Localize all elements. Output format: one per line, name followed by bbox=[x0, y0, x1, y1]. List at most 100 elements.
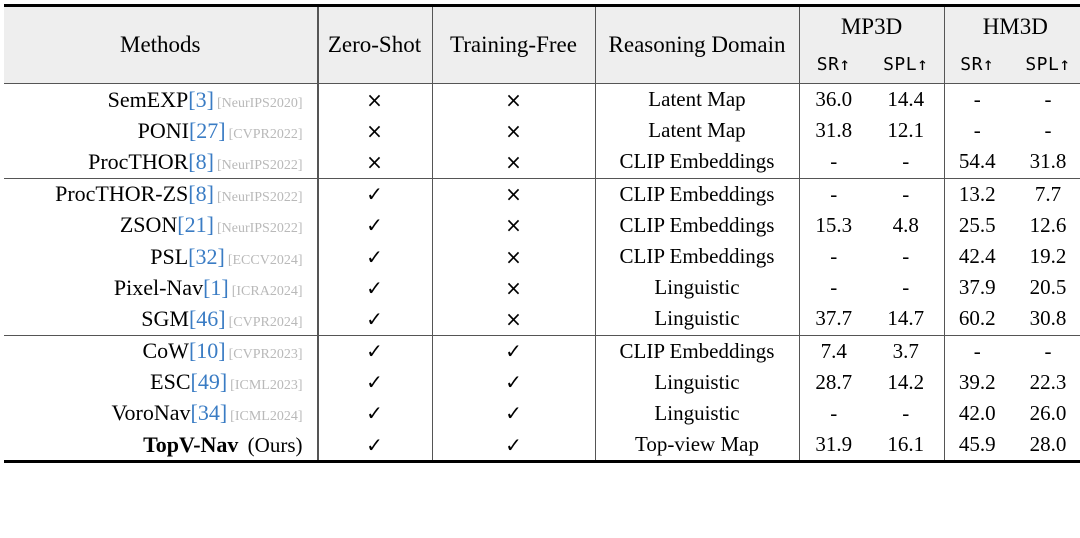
header-row-sub: SR↑ SPL↑ SR↑ SPL↑ bbox=[4, 46, 1080, 83]
method-label: VoroNav bbox=[111, 400, 191, 426]
method-label: SemEXP bbox=[107, 86, 189, 112]
rule-segment bbox=[944, 83, 1011, 84]
venue-tag: [CVPR2022] bbox=[228, 126, 303, 142]
cell-method-name: PONI[27][CVPR2022] bbox=[4, 115, 317, 147]
cell-mp3d-spl: 14.7 bbox=[868, 303, 945, 336]
method-label: ZSON bbox=[119, 212, 178, 238]
cell-mp3d-spl: 14.4 bbox=[868, 83, 945, 116]
cell-method-name: ProcTHOR[8][NeurIPS2022] bbox=[4, 146, 317, 179]
rule-segment bbox=[4, 83, 317, 84]
venue-tag: [ICML2023] bbox=[230, 378, 303, 394]
venue-tag: [ECCV2024] bbox=[227, 252, 303, 268]
cell-hm3d-spl: 26.0 bbox=[1010, 397, 1080, 430]
citation-link[interactable]: [34] bbox=[190, 400, 228, 426]
cell-reasoning-domain: Linguistic bbox=[595, 397, 800, 430]
cell-reasoning-domain: CLIP Embeddings bbox=[595, 240, 800, 273]
cell-mp3d-sr: 31.8 bbox=[799, 115, 868, 147]
cell-training-free: × bbox=[432, 178, 596, 210]
column-header-hm3d-spl: SPL↑ bbox=[1010, 46, 1080, 83]
cell-hm3d-spl: - bbox=[1010, 115, 1080, 147]
cell-hm3d-sr: 54.4 bbox=[943, 146, 1011, 179]
rule-segment bbox=[799, 83, 868, 84]
cell-training-free: × bbox=[432, 240, 596, 273]
cell-reasoning-domain: CLIP Embeddings bbox=[595, 178, 800, 210]
cell-hm3d-spl: 19.2 bbox=[1010, 240, 1080, 273]
method-label: ESC bbox=[150, 369, 191, 395]
cell-mp3d-sr: 31.9 bbox=[799, 429, 868, 462]
cell-reasoning-domain: CLIP Embeddings bbox=[595, 209, 800, 241]
cell-method-name: VoroNav[34][ICML2024] bbox=[4, 397, 317, 430]
method-label: PSL bbox=[150, 243, 189, 269]
citation-link[interactable]: [10] bbox=[188, 338, 226, 364]
venue-tag: [CVPR2023] bbox=[228, 347, 303, 363]
method-label: ProcTHOR bbox=[88, 148, 189, 174]
table-row: Pixel-Nav[1][ICRA2024]✓×Linguistic--37.9… bbox=[4, 272, 1080, 304]
citation-link[interactable]: [46] bbox=[188, 305, 226, 331]
rule-segment bbox=[1010, 83, 1080, 84]
citation-link[interactable]: [32] bbox=[188, 243, 225, 269]
cell-hm3d-spl: 22.3 bbox=[1010, 366, 1080, 398]
cell-method-name: PSL[32][ECCV2024] bbox=[4, 240, 317, 273]
venue-tag: [CVPR2024] bbox=[228, 314, 303, 330]
cell-mp3d-sr: - bbox=[799, 272, 868, 304]
cell-hm3d-sr: - bbox=[943, 115, 1011, 147]
method-label: ProcTHOR-ZS bbox=[55, 181, 189, 207]
citation-link[interactable]: [1] bbox=[203, 274, 229, 300]
table-row: PSL[32][ECCV2024]✓×CLIP Embeddings--42.4… bbox=[4, 240, 1080, 273]
cell-method-name: ESC[49][ICML2023] bbox=[4, 366, 317, 398]
cell-training-free: ✓ bbox=[432, 366, 596, 398]
cell-mp3d-sr: 36.0 bbox=[799, 83, 868, 116]
cell-hm3d-sr: - bbox=[943, 83, 1011, 116]
venue-tag: [NeurIPS2022] bbox=[216, 157, 303, 173]
cell-hm3d-spl: 28.0 bbox=[1010, 429, 1080, 462]
cell-method-name: TopV-Nav (Ours) bbox=[4, 429, 317, 462]
cell-mp3d-spl: 12.1 bbox=[868, 115, 945, 147]
cell-zero-shot: ✓ bbox=[316, 272, 433, 304]
citation-link[interactable]: [8] bbox=[188, 181, 214, 207]
cell-reasoning-domain: Linguistic bbox=[595, 272, 800, 304]
cell-zero-shot: ✓ bbox=[316, 240, 433, 273]
cell-mp3d-sr: 37.7 bbox=[799, 303, 868, 336]
citation-link[interactable]: [49] bbox=[190, 369, 228, 395]
results-table: Methods Zero-Shot Training-Free Reasonin… bbox=[4, 4, 1080, 464]
cell-mp3d-spl: 16.1 bbox=[868, 429, 945, 462]
table-row: ProcTHOR[8][NeurIPS2022]××CLIP Embedding… bbox=[4, 146, 1080, 179]
method-label: Pixel-Nav bbox=[113, 274, 204, 300]
cell-mp3d-spl: 4.8 bbox=[868, 209, 945, 241]
cell-hm3d-spl: 30.8 bbox=[1010, 303, 1080, 336]
cell-zero-shot: ✓ bbox=[316, 335, 433, 367]
cell-reasoning-domain: CLIP Embeddings bbox=[595, 146, 800, 179]
rule-segment bbox=[317, 83, 432, 84]
column-header-reasoning-domain: Reasoning Domain bbox=[595, 5, 800, 83]
citation-link[interactable]: [8] bbox=[188, 148, 214, 174]
citation-link[interactable]: [21] bbox=[177, 212, 214, 238]
table-row: ProcTHOR-ZS[8][NeurIPS2022]✓×CLIP Embedd… bbox=[4, 178, 1080, 210]
cell-method-name: SemEXP[3][NeurIPS2020] bbox=[4, 83, 317, 116]
cell-zero-shot: ✓ bbox=[316, 366, 433, 398]
cell-training-free: × bbox=[432, 272, 596, 304]
cell-training-free: ✓ bbox=[432, 335, 596, 367]
cell-hm3d-spl: 12.6 bbox=[1010, 209, 1080, 241]
cell-hm3d-sr: 42.0 bbox=[943, 397, 1011, 430]
cell-method-name: ZSON[21][NeurIPS2022] bbox=[4, 209, 317, 241]
venue-tag: [ICRA2024] bbox=[231, 283, 303, 299]
cell-hm3d-sr: - bbox=[943, 335, 1011, 367]
cell-mp3d-spl: - bbox=[868, 146, 945, 179]
cell-training-free: × bbox=[432, 146, 596, 179]
cell-hm3d-spl: - bbox=[1010, 335, 1080, 367]
citation-link[interactable]: [3] bbox=[188, 86, 214, 112]
cell-zero-shot: ✓ bbox=[316, 209, 433, 241]
column-header-zero-shot: Zero-Shot bbox=[316, 5, 433, 83]
cell-hm3d-sr: 25.5 bbox=[943, 209, 1011, 241]
cell-reasoning-domain: Top-view Map bbox=[595, 429, 800, 462]
citation-link[interactable]: [27] bbox=[188, 117, 226, 143]
venue-tag: [NeurIPS2022] bbox=[216, 221, 303, 237]
cell-zero-shot: ✓ bbox=[316, 397, 433, 430]
method-label: TopV-Nav bbox=[143, 431, 239, 457]
